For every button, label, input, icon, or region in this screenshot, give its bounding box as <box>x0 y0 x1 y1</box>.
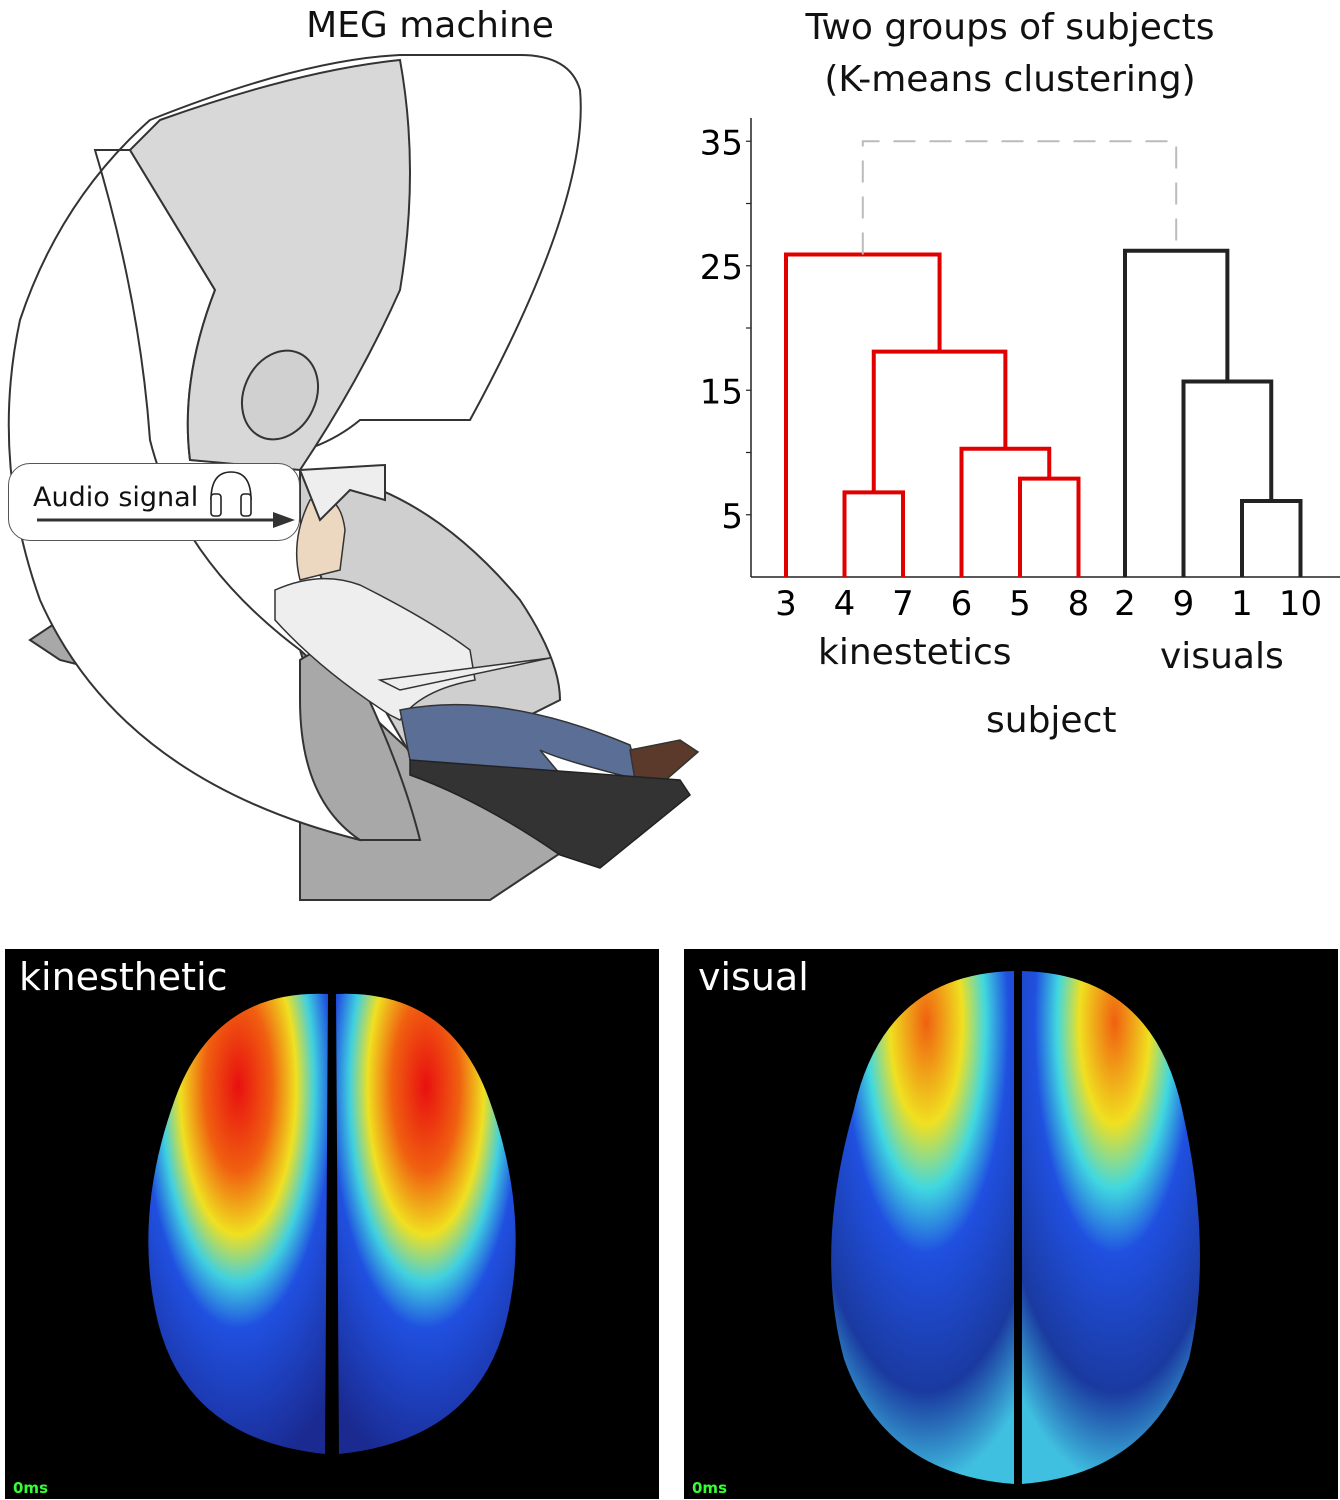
x-tick-label: 4 <box>834 584 856 624</box>
y-tick-label: 25 <box>700 248 743 288</box>
x-tick-label: 5 <box>1009 584 1031 624</box>
brain-panel-kinesthetic: kinesthetic 0ms <box>5 949 659 1499</box>
brain-label-visual: visual <box>698 955 809 999</box>
brain-map-visual <box>831 971 1200 1484</box>
meg-title: MEG machine <box>306 5 554 46</box>
x-tick-label: 3 <box>775 584 797 624</box>
dendrogram-link-visuals <box>1123 248 1230 577</box>
x-tick-label: 6 <box>951 584 973 624</box>
x-tick-label: 9 <box>1173 584 1195 624</box>
meg-helmet-inner <box>128 58 411 472</box>
dendrogram-link-kinestetics <box>842 490 905 577</box>
audio-signal-callout: Audio signal <box>8 463 300 541</box>
dendrogram-link-kinestetics <box>871 349 1008 493</box>
group-label-kinestetics: kinestetics <box>818 632 1012 673</box>
x-tick-label: 7 <box>892 584 914 624</box>
dendrogram-link-kinestetics <box>959 446 1052 577</box>
dendrogram-link-kinestetics <box>1018 476 1081 577</box>
audio-arrow-icon <box>37 512 295 528</box>
x-tick-label: 1 <box>1231 584 1253 624</box>
x-tick-label: 2 <box>1114 584 1136 624</box>
dendrogram-link-visuals <box>1181 379 1274 577</box>
x-tick-label: 10 <box>1279 584 1322 624</box>
group-label-visuals: visuals <box>1160 636 1284 677</box>
dendrogram-title-line2: (K-means clustering) <box>824 59 1196 100</box>
dendrogram-title-line1: Two groups of subjects <box>805 7 1215 48</box>
meg-footrest <box>409 759 692 869</box>
brain-map-kinesthetic <box>148 993 516 1454</box>
headphones-icon <box>210 471 252 517</box>
y-tick-label: 5 <box>721 497 743 537</box>
time-readout-kinesthetic: 0ms <box>13 1479 48 1497</box>
dendrogram-link-kinestetics <box>784 252 942 577</box>
brain-panel-visual: visual 0ms <box>684 949 1338 1499</box>
audio-signal-label: Audio signal <box>33 482 199 513</box>
x-tick-label: 8 <box>1068 584 1090 624</box>
y-tick-label: 35 <box>700 123 743 163</box>
subject-board <box>377 657 551 691</box>
time-readout-visual: 0ms <box>692 1479 727 1497</box>
dendrogram-link-visuals <box>1240 499 1303 577</box>
meg-machine-illustration <box>7 54 700 901</box>
meg-head-cap <box>298 463 386 522</box>
meg-window <box>241 349 319 441</box>
brain-label-kinesthetic: kinesthetic <box>19 955 228 999</box>
y-tick-label: 15 <box>700 372 743 412</box>
x-axis-label: subject <box>986 700 1117 741</box>
dendrogram-link-root <box>861 140 1178 255</box>
